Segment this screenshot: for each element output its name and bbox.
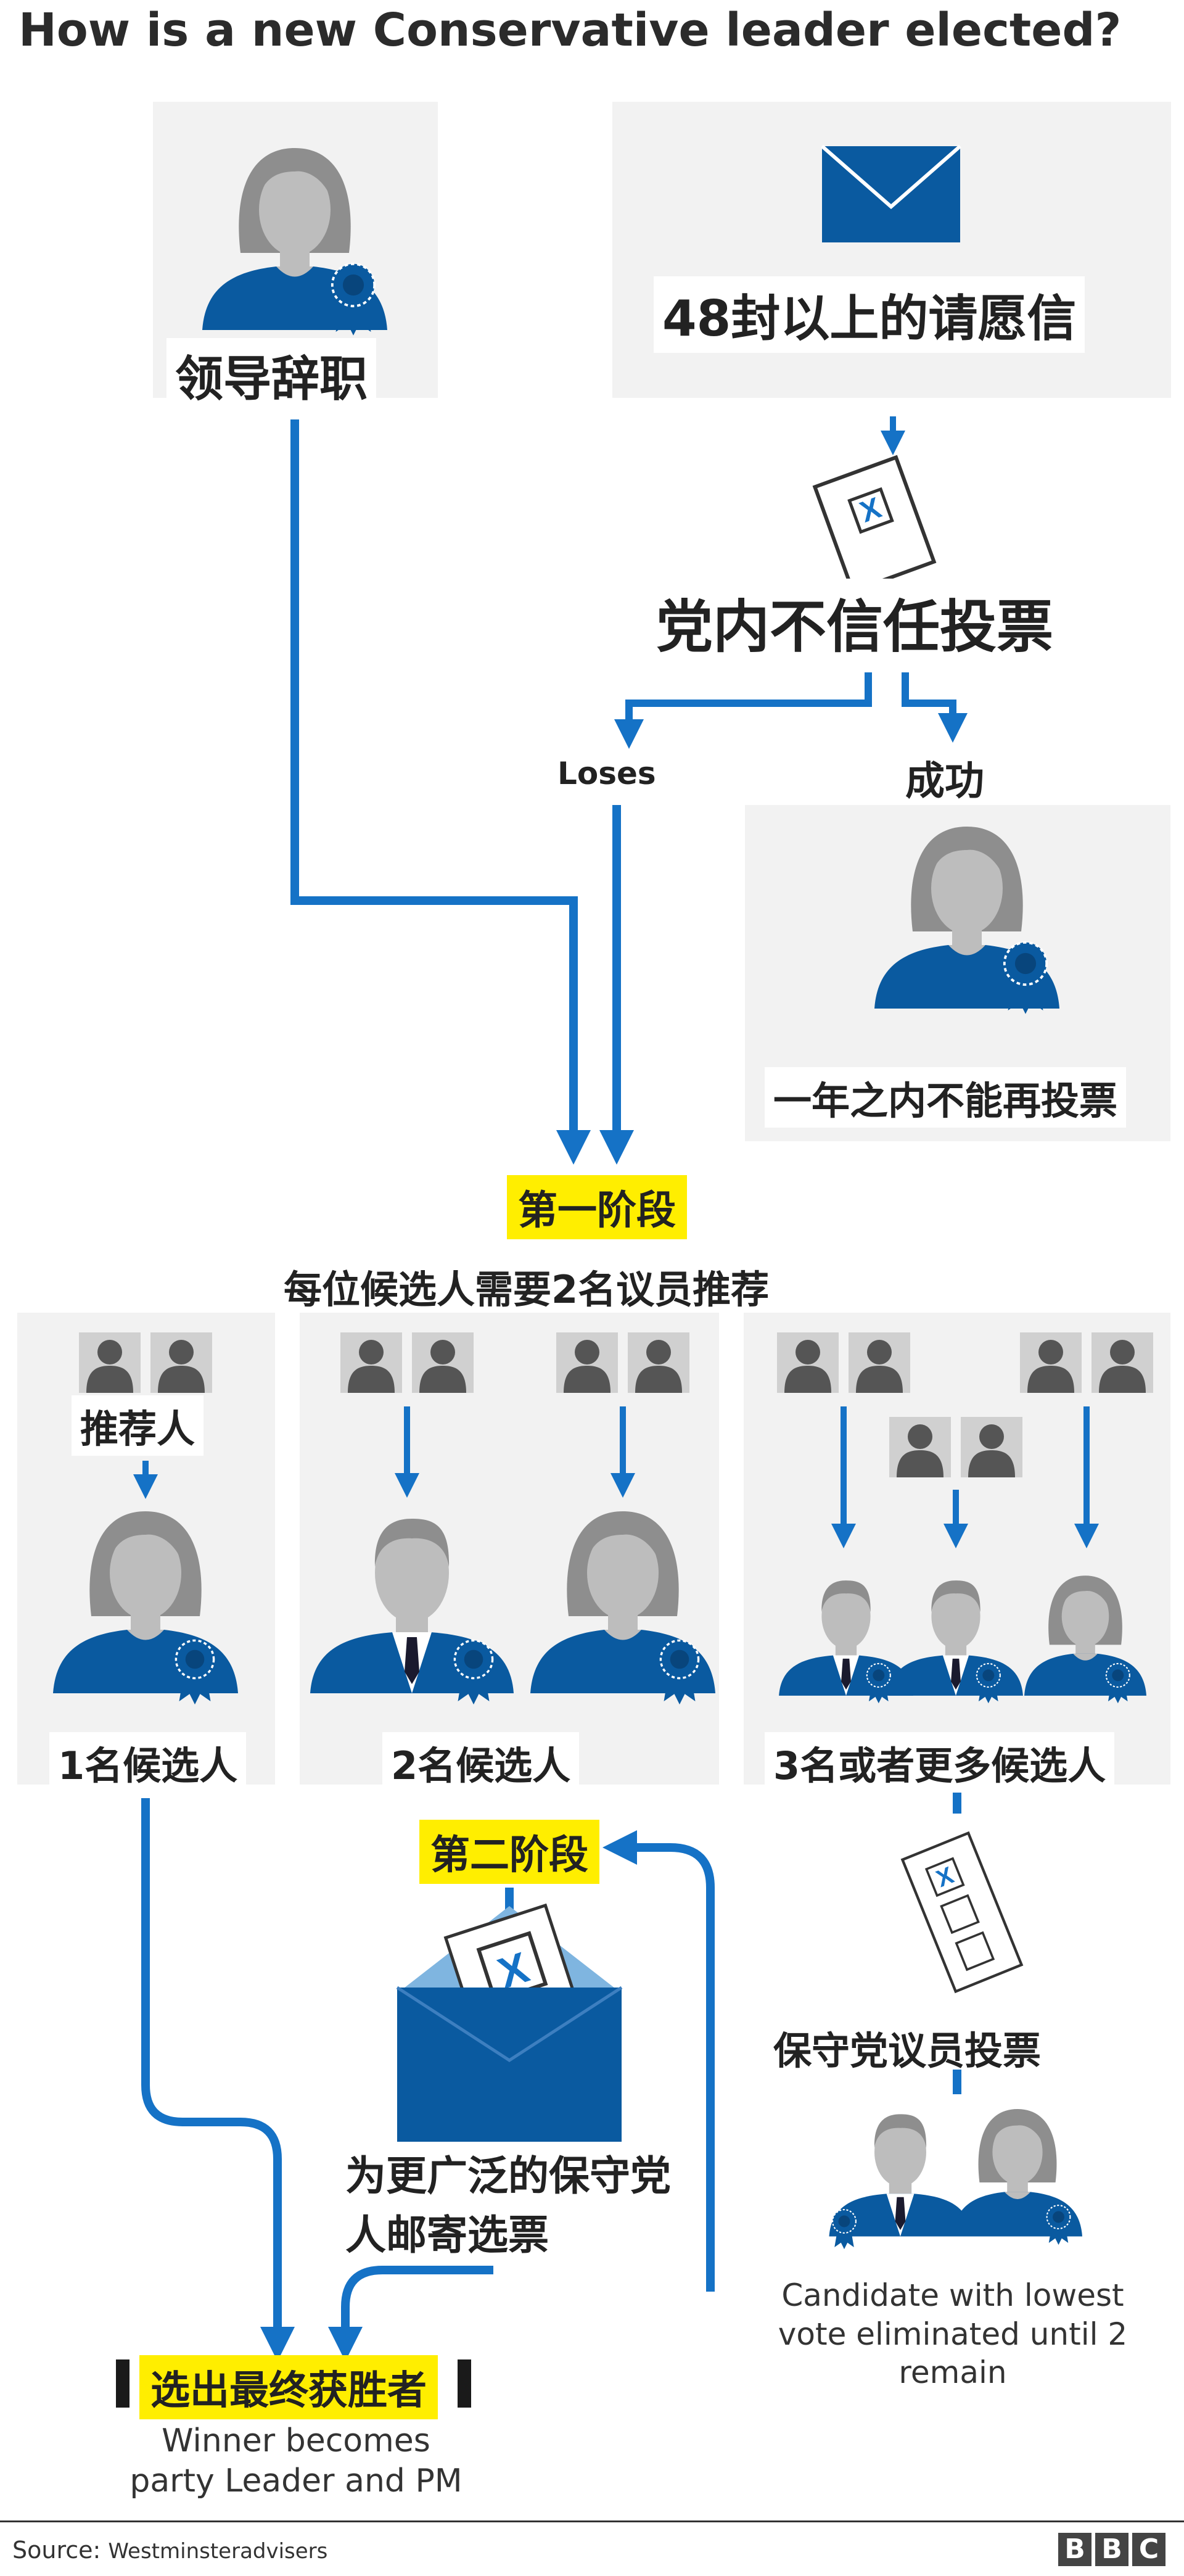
- leader-resigns-label: 领导辞职: [166, 338, 377, 412]
- nominators-icon-1: [79, 1332, 212, 1393]
- winner-note: Winner becomes party Leader and PM: [130, 2422, 462, 2500]
- surviving-leader-figure: [874, 827, 1059, 1015]
- source-prefix: Source:: [12, 2537, 101, 2564]
- elimination-note: Candidate with lowest vote eliminated un…: [778, 2277, 1128, 2390]
- stage-one-badge: 第一阶段: [507, 1175, 687, 1239]
- page-title: How is a new Conservative leader elected…: [18, 4, 1122, 57]
- nominators-icon-3c: [1020, 1332, 1153, 1393]
- arrow-to-wins: [902, 672, 968, 743]
- no-vote-for-year-label: 一年之内不能再投票: [765, 1067, 1127, 1128]
- stage-two-badge: 第二阶段: [419, 1820, 599, 1884]
- mp-ballot-paper-icon: [902, 1833, 1021, 1992]
- bbc-logo-letter: B: [1058, 2533, 1092, 2566]
- loses-label: Loses: [557, 756, 656, 791]
- nominators-icon-2a: [340, 1332, 474, 1393]
- ballot-paper-icon: X: [812, 455, 937, 594]
- source-name: Westminsteradvisers: [108, 2539, 328, 2564]
- wins-label: 成功: [905, 759, 984, 804]
- postal-ballot-label: 为更广泛的保守党人邮寄选票: [345, 2152, 671, 2259]
- candidate-figure-1: [53, 1511, 238, 1706]
- nominators-icon-3b: [889, 1417, 1022, 1477]
- nomination-requirement: 每位候选人需要2名议员推荐: [284, 1267, 770, 1312]
- letters-label: 48封以上的请愿信: [654, 276, 1085, 353]
- postal-ballot-envelope-icon: X: [396, 1903, 623, 2142]
- winner-bar-right: [458, 2359, 471, 2408]
- bbc-logo-letter: C: [1132, 2533, 1166, 2566]
- bbc-logo-letter: B: [1095, 2533, 1128, 2566]
- nominators-label: 推荐人: [72, 1395, 204, 1456]
- resigning-leader-figure: [202, 148, 387, 337]
- one-candidate-label: 1名候选人: [49, 1732, 247, 1793]
- arrow-to-loses: [614, 672, 872, 749]
- envelope-icon: [821, 144, 961, 242]
- arrow-one-candidate-to-winner: [141, 1798, 295, 2361]
- winner-badge: 选出最终获胜者: [139, 2355, 438, 2419]
- three-or-more-label: 3名或者更多候选人: [765, 1732, 1115, 1793]
- candidate-figure-3c: [1024, 1575, 1146, 1704]
- source-credit: Source: Westminsteradvisers: [12, 2537, 327, 2564]
- candidate-figure-2b: [530, 1511, 715, 1706]
- bbc-logo: B B C: [1058, 2533, 1166, 2566]
- arrow-elimination-loop: [602, 1830, 715, 2292]
- two-candidates-label: 2名候选人: [382, 1732, 580, 1793]
- arrow-resign-to-stage-one: [290, 419, 591, 1165]
- nominators-icon-2b: [556, 1332, 689, 1393]
- no-confidence-vote-label: 党内不信任投票: [648, 579, 1063, 666]
- candidate-figure-3b: [889, 1580, 1023, 1704]
- nominators-icon-3a: [777, 1332, 910, 1393]
- winner-bar-left: [116, 2359, 130, 2408]
- mp-voter-figure-1: [829, 2114, 972, 2250]
- candidate-figure-2a: [310, 1519, 514, 1706]
- mp-vote-label: 保守党议员投票: [773, 2028, 1042, 2073]
- mp-voter-figure-2: [953, 2109, 1082, 2246]
- arrow-postal-to-winner: [328, 2266, 493, 2361]
- footer-divider: [0, 2520, 1184, 2522]
